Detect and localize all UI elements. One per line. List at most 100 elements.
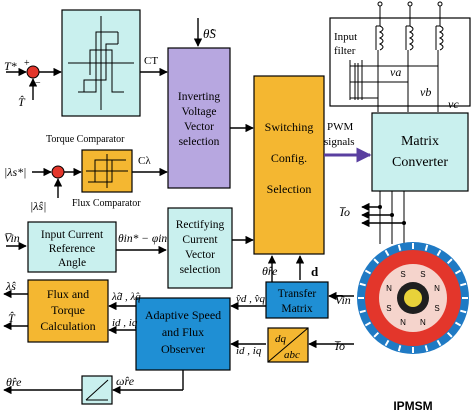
switching-box bbox=[253, 75, 325, 255]
rectifying-box bbox=[167, 207, 233, 289]
inverting-line-4: selection bbox=[179, 136, 220, 148]
torque-ref-label: T* bbox=[4, 59, 17, 73]
motor-slot bbox=[454, 269, 462, 275]
transfer-line-2: Matrix bbox=[281, 303, 313, 315]
vd-vq-label: v̂d , v̂q bbox=[236, 293, 266, 305]
switching-line-2: Config. bbox=[271, 151, 307, 165]
theta-re-label: θ̂re bbox=[262, 264, 278, 278]
motor-slot bbox=[384, 249, 390, 257]
rectifying-line-4: selection bbox=[180, 264, 221, 276]
flux-comparator bbox=[81, 149, 133, 193]
motor-slot bbox=[364, 321, 372, 327]
theta-s-label: θ̂S bbox=[203, 26, 216, 41]
motor-slot bbox=[384, 339, 390, 347]
motor-slot bbox=[436, 339, 442, 347]
motor-slot bbox=[397, 244, 402, 251]
torque-minus-sign: − bbox=[35, 78, 41, 89]
flux-est-label: |λ̂s| bbox=[30, 199, 46, 213]
switching-line-3: Selection bbox=[267, 182, 312, 196]
c-lambda-label: Cλ bbox=[138, 155, 151, 167]
flux-torque-calc-box bbox=[27, 279, 109, 343]
input-filter-line-1: Input bbox=[334, 31, 357, 43]
torque-plus-sign: + bbox=[24, 58, 30, 69]
motor-core bbox=[404, 289, 422, 307]
id-iq-left-label: id , iq bbox=[112, 317, 138, 329]
motor-slot bbox=[424, 345, 429, 352]
motor-pole-label: S bbox=[420, 270, 425, 279]
adaptive-line-3: Observer bbox=[161, 342, 205, 356]
transfer-matrix-block: Transfer Matrix bbox=[265, 281, 329, 319]
inverting-line-2: Voltage bbox=[182, 106, 217, 118]
lambda-s-out-label: λ̂s bbox=[5, 279, 16, 293]
motor-slot bbox=[446, 331, 453, 338]
inverting-line-3: Vector bbox=[184, 121, 214, 133]
motor-slot bbox=[460, 309, 467, 314]
torque-comparator-label: Torque Comparator bbox=[46, 134, 125, 145]
id-iq-mid-label: id , iq bbox=[236, 345, 262, 357]
t-out-label: T̂ bbox=[8, 311, 16, 325]
adaptive-line-2: and Flux bbox=[162, 325, 204, 339]
rectifying-line-1: Rectifying bbox=[176, 219, 225, 231]
io-label-top: I̅o bbox=[339, 205, 350, 219]
inverting-vector-block: Inverting Voltage Vector selection bbox=[167, 47, 231, 189]
va-label: va bbox=[390, 65, 401, 79]
ct-label: CT bbox=[144, 55, 158, 67]
pwm-label-1: PWM bbox=[327, 121, 354, 133]
vb-label: vb bbox=[420, 85, 431, 99]
vin-right-label: V̅in bbox=[335, 293, 351, 307]
dq-abc-block: dq abc bbox=[267, 327, 309, 363]
pwm-label-2: signals bbox=[324, 136, 355, 148]
motor-slot bbox=[359, 309, 366, 314]
integrator-block bbox=[81, 375, 113, 405]
omega-re-label: ω̂re bbox=[116, 374, 135, 388]
dq-label: dq bbox=[275, 333, 287, 345]
motor-slot bbox=[446, 258, 453, 265]
motor-pole-label: N bbox=[420, 318, 426, 327]
motor-slot bbox=[373, 331, 380, 338]
vin-left-label: V̅in bbox=[4, 231, 20, 245]
flux-torque-line-2: Torque bbox=[51, 303, 85, 317]
motor-slot bbox=[436, 249, 442, 257]
adaptive-observer-box bbox=[135, 297, 231, 371]
motor-pole-label: S bbox=[434, 304, 439, 313]
adaptive-line-1: Adaptive Speed bbox=[145, 308, 221, 322]
motor-pole-label: S bbox=[400, 270, 405, 279]
inverting-vector-box bbox=[167, 47, 231, 189]
motor-slot bbox=[364, 269, 372, 275]
matrix-converter-line-2: Converter bbox=[392, 155, 448, 170]
input-filter: Input filter bbox=[329, 1, 471, 112]
input-current-ref-line-2: Reference bbox=[49, 243, 96, 255]
input-current-ref-line-3: Angle bbox=[58, 257, 86, 269]
torque-est-label: T̂ bbox=[18, 95, 26, 109]
input-filter-line-2: filter bbox=[334, 45, 356, 57]
switching-block: Switching Config. Selection bbox=[253, 75, 325, 255]
input-current-ref-block: Input Current Reference Angle bbox=[27, 221, 117, 273]
flux-comparator-label: Flux Comparator bbox=[72, 198, 141, 209]
input-current-ref-box bbox=[27, 221, 117, 273]
lambda-dq-label: λ̂d , λ̂q bbox=[111, 291, 141, 303]
matrix-converter: Matrix Converter bbox=[371, 112, 469, 192]
theta-in-phi-label: θin* − φin bbox=[118, 233, 167, 245]
motor-pole-label: N bbox=[434, 284, 440, 293]
flux-sum-junction bbox=[51, 165, 65, 179]
rectifying-block: Rectifying Current Vector selection bbox=[167, 207, 233, 289]
flux-ref-label: |λs*| bbox=[4, 165, 26, 179]
abc-label: abc bbox=[284, 349, 300, 361]
matrix-converter-line-1: Matrix bbox=[401, 134, 439, 149]
transfer-matrix-box bbox=[265, 281, 329, 319]
switching-line-1: Switching bbox=[265, 120, 314, 134]
vc-label: vc bbox=[448, 97, 459, 111]
motor-pole-label: N bbox=[400, 318, 406, 327]
input-current-ref-line-1: Input Current bbox=[41, 229, 104, 241]
rectifying-line-2: Current bbox=[182, 234, 218, 246]
flux-torque-line-3: Calculation bbox=[40, 319, 95, 333]
motor-label: IPMSM bbox=[393, 399, 432, 413]
input-filter-box bbox=[329, 17, 471, 107]
transfer-line-1: Transfer bbox=[278, 288, 317, 300]
motor-slot bbox=[397, 345, 402, 352]
d-label: d bbox=[311, 264, 319, 279]
hysteresis-symbol bbox=[68, 16, 134, 110]
